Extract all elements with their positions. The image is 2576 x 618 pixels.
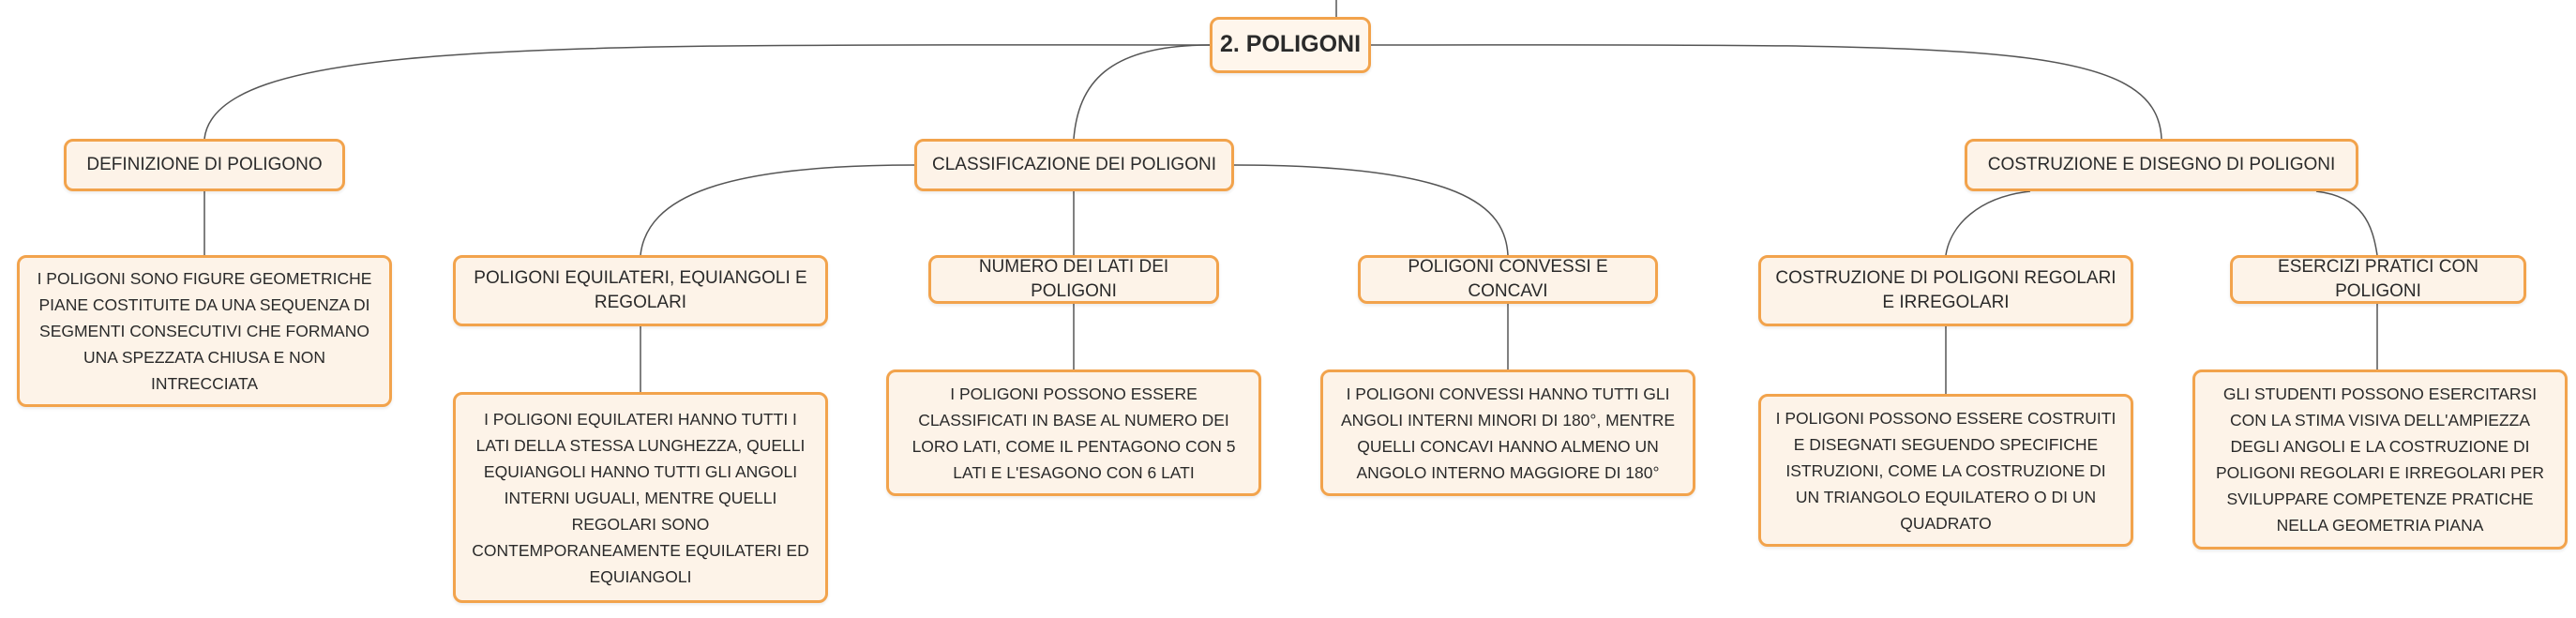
text-equilateri: I POLIGONI EQUILATERI HANNO TUTTI I LATI… xyxy=(453,392,828,603)
text-esercizi-pratici: GLI STUDENTI POSSONO ESERCITARSI CON LA … xyxy=(2192,369,2568,550)
sub-equilateri[interactable]: POLIGONI EQUILATERI, EQUIANGOLI E REGOLA… xyxy=(453,255,828,326)
sub-numero-lati[interactable]: NUMERO DEI LATI DEI POLIGONI xyxy=(928,255,1219,304)
text-numero-lati: I POLIGONI POSSONO ESSERE CLASSIFICATI I… xyxy=(886,369,1261,496)
sub-costruzione-regolari[interactable]: COSTRUZIONE DI POLIGONI REGOLARI E IRREG… xyxy=(1758,255,2133,326)
sub-convessi-concavi[interactable]: POLIGONI CONVESSI E CONCAVI xyxy=(1358,255,1658,304)
text-convessi-concavi: I POLIGONI CONVESSI HANNO TUTTI GLI ANGO… xyxy=(1320,369,1695,496)
branch-classificazione[interactable]: CLASSIFICAZIONE DEI POLIGONI xyxy=(914,139,1234,191)
branch-costruzione[interactable]: COSTRUZIONE E DISEGNO DI POLIGONI xyxy=(1965,139,2358,191)
text-costruzione-regolari: I POLIGONI POSSONO ESSERE COSTRUITI E DI… xyxy=(1758,394,2133,547)
branch-definizione[interactable]: DEFINIZIONE DI POLIGONO xyxy=(64,139,345,191)
root-node[interactable]: 2. POLIGONI xyxy=(1210,17,1371,73)
sub-esercizi-pratici[interactable]: ESERCIZI PRATICI CON POLIGONI xyxy=(2230,255,2526,304)
text-definizione: I POLIGONI SONO FIGURE GEOMETRICHE PIANE… xyxy=(17,255,392,407)
